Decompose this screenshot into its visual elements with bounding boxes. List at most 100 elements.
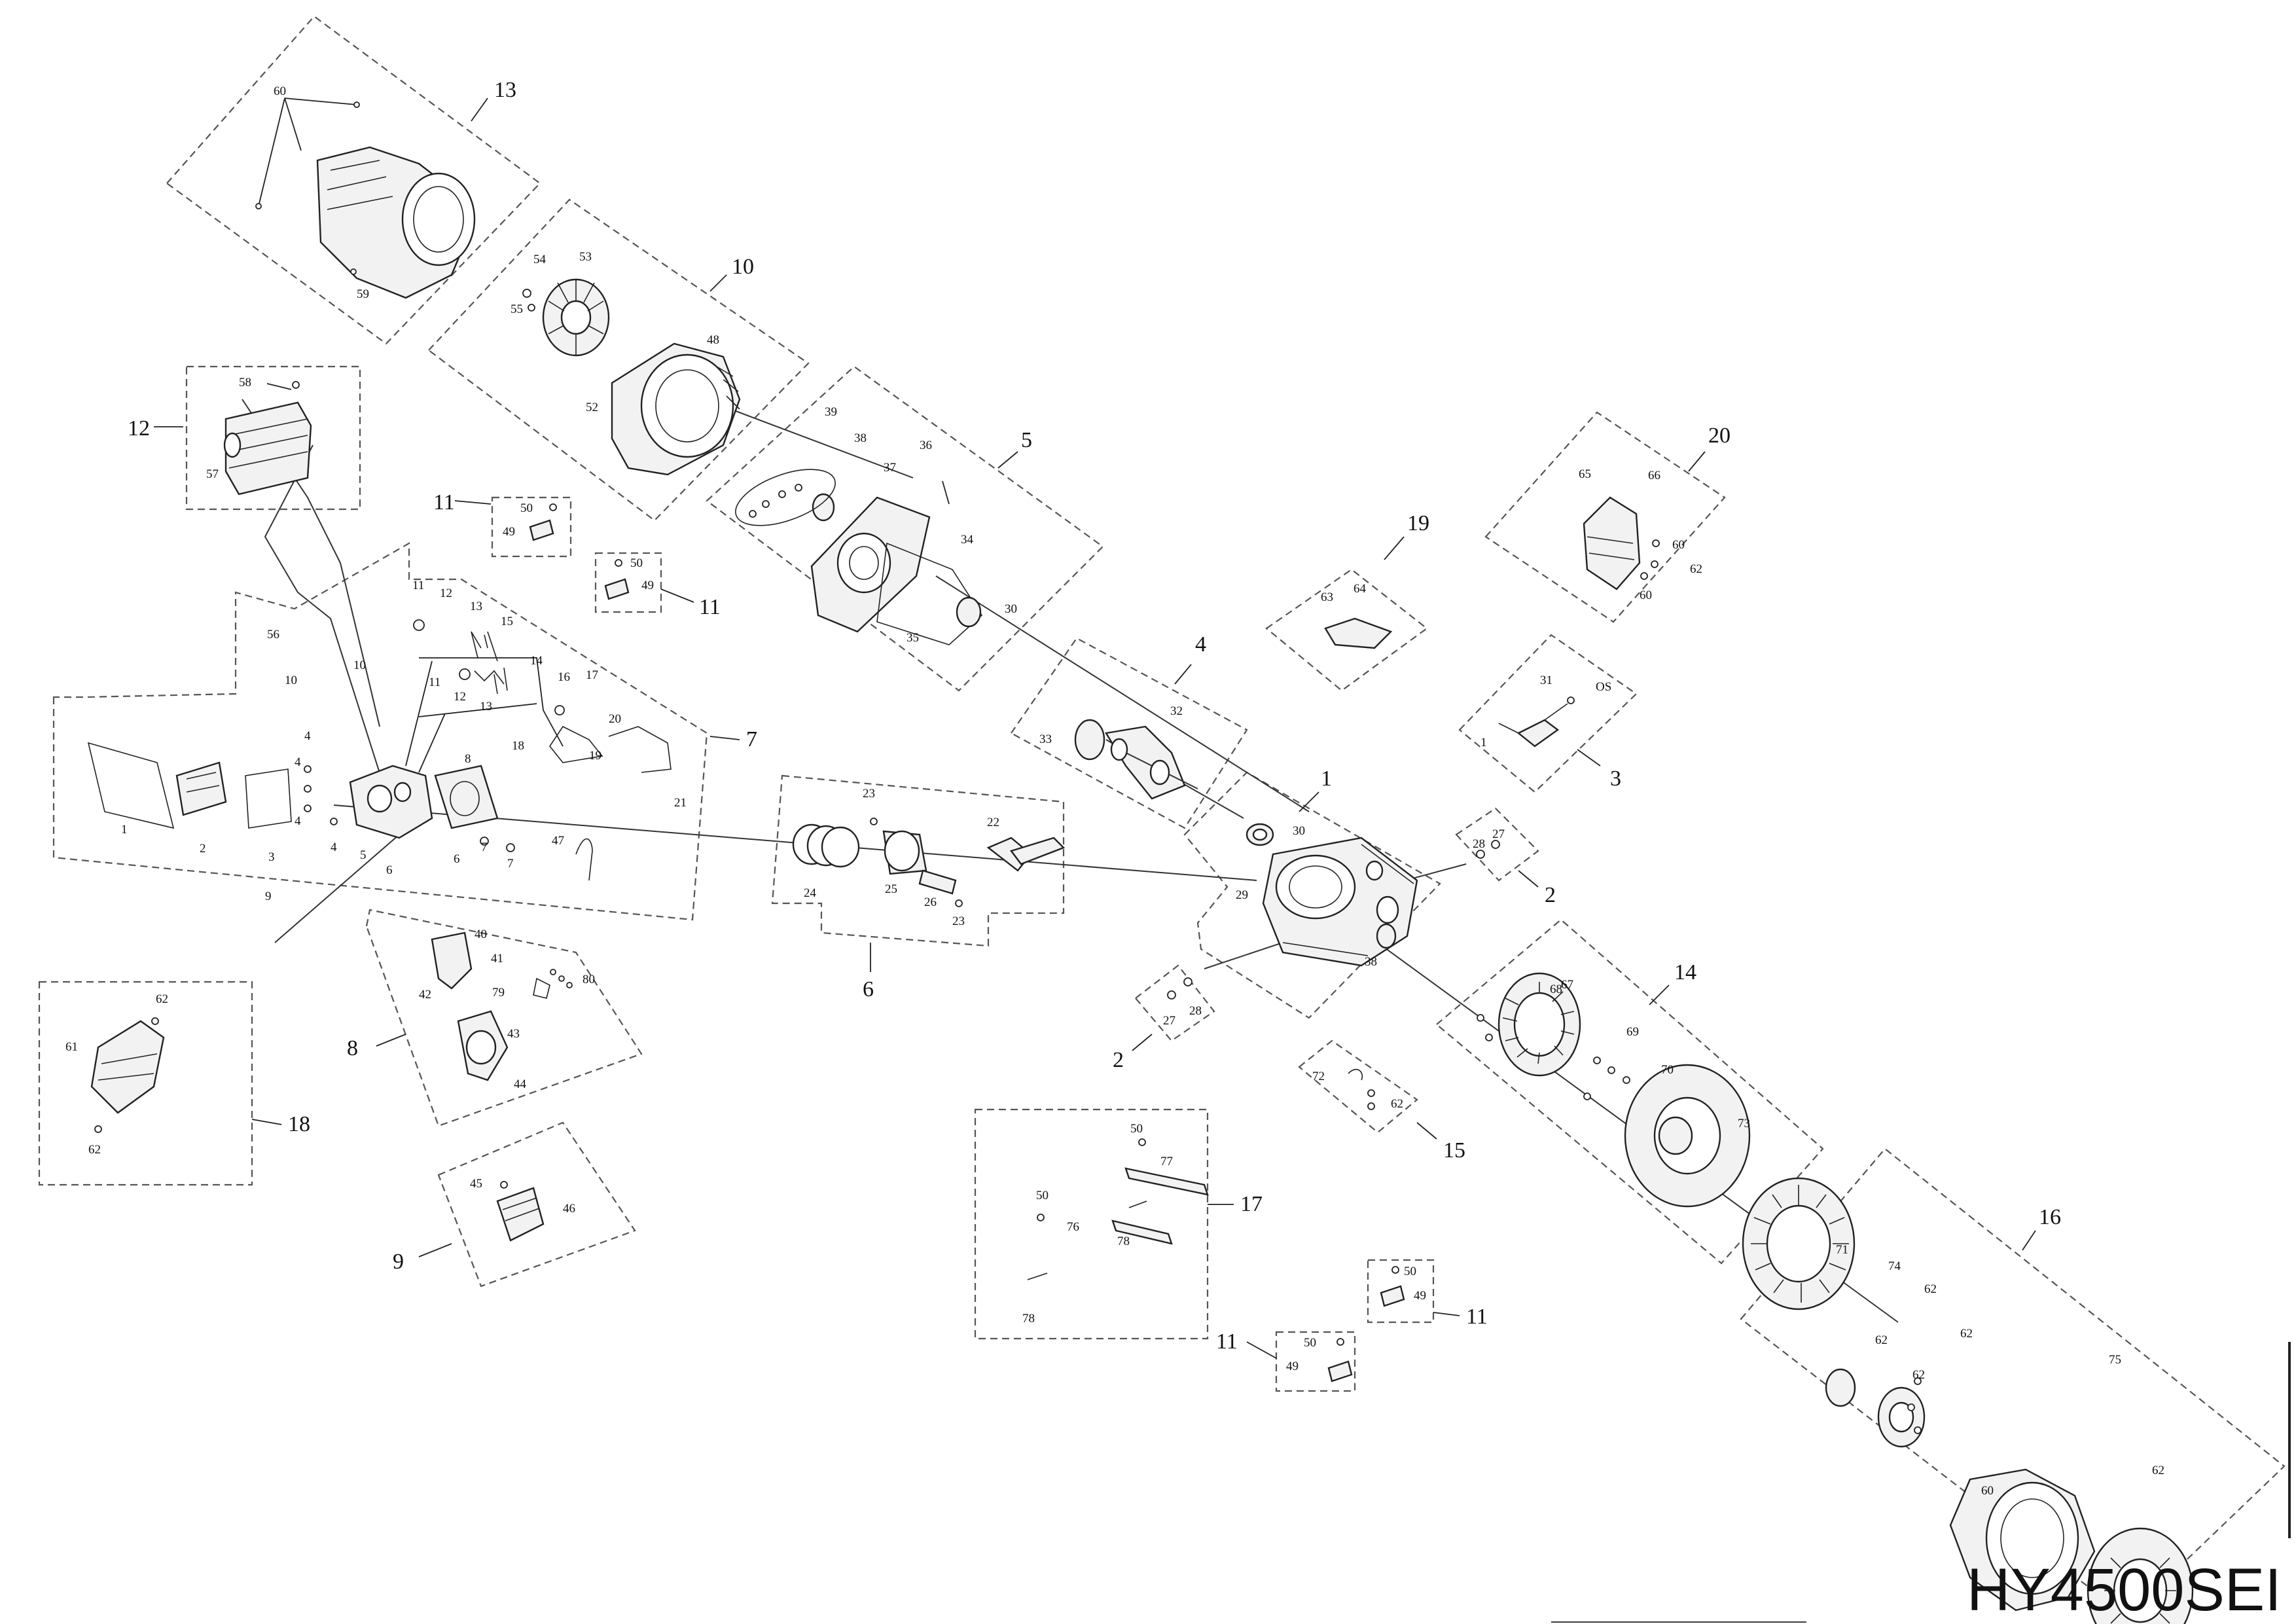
group-label-11c: 11: [1466, 1305, 1488, 1329]
part-label: 16: [558, 670, 570, 684]
part-label: 7: [481, 840, 488, 854]
part-label: 23: [863, 787, 875, 801]
part-label: 1: [121, 823, 128, 837]
group-5-boundary: [706, 365, 1104, 692]
part-label: 62: [1960, 1327, 1973, 1341]
cover-20-drawing: [1583, 496, 1660, 590]
part-label: 6: [386, 863, 393, 877]
part-label: 26: [924, 895, 937, 909]
group-label-10: 10: [732, 255, 754, 279]
group-label-2b: 2: [1113, 1048, 1124, 1072]
part-label: 62: [156, 992, 168, 1006]
part-label: 50: [520, 501, 533, 515]
part-label: 29: [1236, 888, 1248, 902]
part-label: 31: [1540, 674, 1552, 687]
part-label: 39: [825, 405, 837, 419]
part-label: 53: [579, 250, 592, 264]
part-label: 80: [583, 973, 595, 986]
brackets-17-drawing: [1027, 1138, 1209, 1280]
part-label: 33: [1039, 732, 1052, 746]
part-label: 68: [1550, 983, 1562, 996]
part-label: 59: [357, 287, 369, 301]
part-label: 15: [501, 615, 513, 628]
part-label: 37: [884, 461, 896, 475]
group-label-5: 5: [1021, 428, 1032, 452]
group-label-12: 12: [128, 416, 150, 441]
group-2b-boundary: [1134, 964, 1215, 1042]
part-label: 70: [1661, 1063, 1674, 1077]
group-label-9: 9: [393, 1250, 404, 1274]
group-label-16: 16: [2039, 1205, 2061, 1229]
group-3-boundary: [1458, 634, 1638, 793]
part-label: 2: [200, 842, 206, 856]
clamp-drawings: [529, 503, 1405, 1382]
part-label: 47: [552, 834, 564, 848]
sensor-3-drawing: [1498, 696, 1575, 748]
part-label: 28: [1189, 1004, 1202, 1018]
group-label-11d: 11: [1216, 1329, 1238, 1354]
part-label: 49: [1286, 1360, 1299, 1373]
part-label: 17: [586, 668, 598, 682]
plate-19-drawing: [1324, 617, 1393, 649]
part-label: 42: [419, 988, 431, 1001]
group-7-boundary: [52, 542, 708, 921]
part-label: 13: [480, 700, 492, 713]
part-label: 62: [1924, 1282, 1937, 1296]
part-label: 24: [804, 886, 817, 900]
muffler-drawing: [223, 381, 312, 496]
rear-housing-drawing: [1825, 1368, 2194, 1624]
part-label: 6: [454, 852, 460, 866]
part-label: 72: [1312, 1070, 1325, 1083]
part-label: 60: [1981, 1484, 1994, 1498]
part-label: 48: [707, 333, 719, 347]
group-11c-boundary: [1367, 1259, 1435, 1324]
part-label: 79: [492, 986, 505, 1000]
part-label: 40: [475, 928, 487, 941]
group-17-boundary: [974, 1108, 1209, 1340]
part-label: 49: [641, 579, 654, 592]
part-label: 41: [491, 952, 503, 965]
group-label-2a: 2: [1545, 883, 1556, 907]
part-label: 55: [511, 302, 523, 316]
group-label-7: 7: [746, 727, 757, 751]
part-label: 10: [353, 659, 366, 672]
part-label: 49: [1414, 1289, 1426, 1303]
group-label-15: 15: [1443, 1138, 1465, 1163]
part-label: 19: [589, 749, 601, 763]
group-label-17: 17: [1240, 1192, 1263, 1216]
group-leader-arrows: [154, 98, 2036, 1359]
part-label: 46: [563, 1202, 575, 1216]
part-label: 27: [1492, 827, 1505, 841]
part-label: 21: [674, 796, 687, 810]
part-label: 61: [65, 1040, 78, 1054]
part-label: 63: [1321, 590, 1333, 604]
group-label-18: 18: [288, 1112, 310, 1136]
part-label: 4: [295, 755, 301, 769]
group-label-13: 13: [494, 78, 516, 102]
part-label: 30: [1293, 824, 1305, 838]
part-label: 60: [1640, 588, 1652, 602]
part-label: 11: [412, 579, 424, 592]
part-label: 44: [514, 1077, 527, 1091]
group-14-boundary: [1435, 918, 1824, 1265]
part-label: 74: [1888, 1259, 1901, 1273]
crankcase-cover-drawing: [735, 469, 983, 645]
crankshaft-drawing: [1074, 719, 1198, 800]
part-label: 4: [304, 729, 311, 743]
group-11b-boundary: [594, 552, 662, 613]
part-label: 50: [1036, 1189, 1049, 1202]
group-20-boundary: [1484, 411, 1726, 623]
part-label: 77: [1160, 1155, 1173, 1168]
part-label: 3: [268, 850, 275, 864]
part-label: 10: [285, 674, 297, 687]
group-11a-boundary: [491, 496, 572, 558]
part-label: 75: [2109, 1353, 2121, 1367]
group-10-boundary: [427, 198, 810, 522]
flywheel-shroud-drawing: [522, 278, 741, 476]
part-label: 23: [952, 914, 965, 928]
part-label: 9: [265, 890, 272, 903]
bracket-15-drawing: [1348, 1069, 1375, 1110]
group-labels: 13 10 12 11 11 11 11 5 7 6 4 1 2 2 3 19 …: [128, 78, 2061, 1354]
part-label: 62: [1391, 1097, 1403, 1111]
